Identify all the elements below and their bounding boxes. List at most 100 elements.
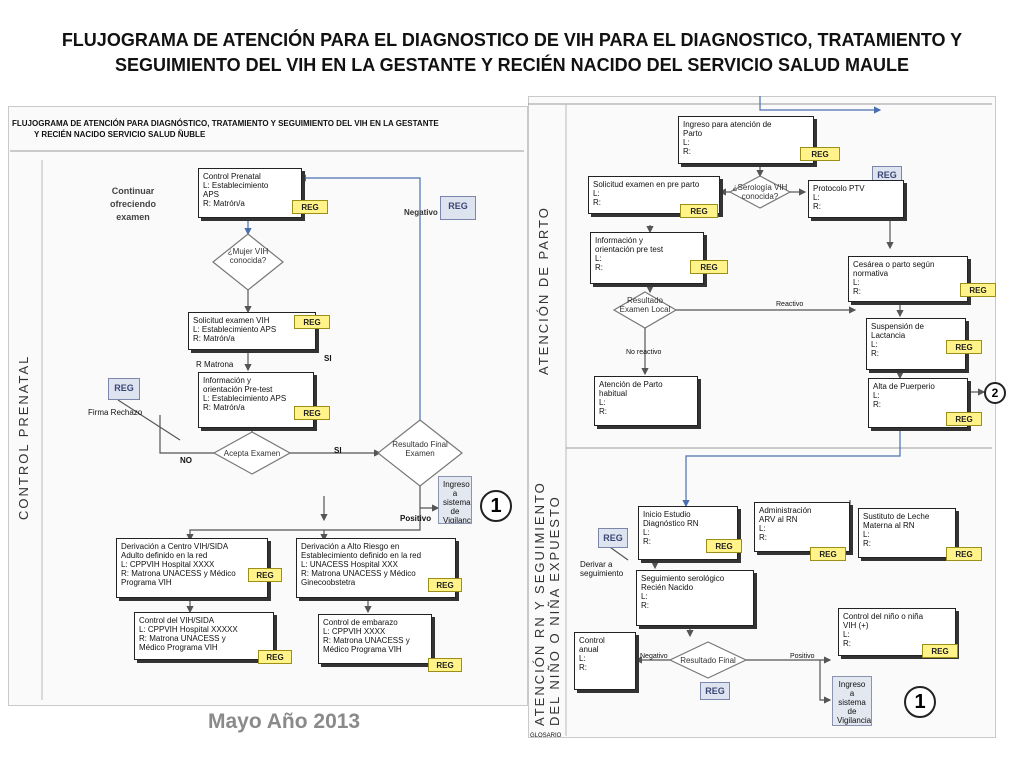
box-line: R: Matrón/a — [203, 199, 245, 208]
box-line: L: CPPVIH Hospital XXXX — [121, 560, 215, 569]
box-line: L: UNACESS Hospital XXX — [301, 560, 398, 569]
reg-tag: REG — [248, 568, 282, 582]
footer-date: Mayo Año 2013 — [208, 710, 361, 733]
box-line: Ginecoobstetra — [301, 578, 356, 587]
page-title: FLUJOGRAMA DE ATENCIÓN PARA EL DIAGNOSTI… — [20, 28, 1004, 78]
box-line: Suspensión de — [871, 322, 924, 331]
box-line: R: Matrona UNACESS y Médico — [301, 569, 416, 578]
box-control-prenatal[interactable]: Control Prenatal L: Establecimiento APS … — [198, 168, 302, 218]
connector-one-right: 1 — [904, 686, 936, 718]
box-line: L: — [843, 630, 850, 639]
box-line: R: — [641, 601, 649, 610]
reg-tag: REG — [946, 412, 982, 426]
box-line: Solicitud examen VIH — [193, 316, 270, 325]
box-line: R: — [683, 147, 691, 156]
left-header-line-2: Y RECIÉN NACIDO SERVICIO SALUD ÑUBLE — [34, 130, 206, 139]
left-header-line-1: FLUJOGRAMA DE ATENCIÓN PARA DIAGNÓSTICO,… — [12, 119, 439, 128]
box-line: normativa — [853, 269, 889, 278]
box-line: Solicitud examen en pre parto — [593, 180, 700, 189]
box-line: Materna al RN — [863, 521, 915, 530]
box-line: Inicio Estudio — [643, 510, 691, 519]
box-line: R: — [813, 202, 821, 211]
box-line: R: — [873, 400, 881, 409]
box-line: R: — [863, 539, 871, 548]
box-line: orientación Pre-test — [203, 385, 273, 394]
box-line: Atención de Parto — [599, 380, 663, 389]
box-line: R: — [759, 533, 767, 542]
box-seguimiento-serologico[interactable]: Seguimiento serológico Recién Nacido L: … — [636, 570, 754, 626]
diamond-mujer-vih: ¿Mujer VIH conocida? — [227, 247, 269, 265]
box-line: habitual — [599, 389, 628, 398]
box-cesarea[interactable]: Cesárea o parto según normativa L: R: — [848, 256, 968, 302]
reg-document-icon: REG — [598, 528, 628, 548]
box-line: R: — [595, 263, 603, 272]
box-line: Seguimiento serológico — [641, 574, 725, 583]
box-line: R: Matrona UNACESS y Médico — [121, 569, 236, 578]
box-ingreso-parto[interactable]: Ingreso para atención de Parto L: R: — [678, 116, 814, 164]
box-line: VIH (+) — [843, 621, 869, 630]
box-line: R: — [579, 663, 587, 672]
box-line: L: CPPVIH Hospital XXXXX — [139, 625, 238, 634]
box-line: anual — [579, 645, 599, 654]
box-line: L: — [595, 254, 602, 263]
box-line: Ingreso a sistema de Vigilancia — [443, 480, 471, 524]
box-line: L: — [643, 528, 650, 537]
box-line: L: CPPVIH XXXX — [323, 627, 386, 636]
reg-tag: REG — [946, 340, 982, 354]
reg-tag: REG — [292, 200, 328, 214]
reg-tag: REG — [706, 539, 742, 553]
continuar-label: Continuar ofreciendo examen — [109, 186, 156, 222]
reg-tag: REG — [810, 547, 846, 561]
box-line: L: — [813, 193, 820, 202]
box-administracion-arv[interactable]: Administración ARV al RN L: R: — [754, 502, 850, 552]
box-line: Lactancia — [871, 331, 906, 340]
box-line: R: — [871, 349, 879, 358]
box-line: L: — [683, 138, 690, 147]
reactivo-label: Reactivo — [776, 301, 804, 308]
box-line: Control del VIH/SIDA — [139, 616, 215, 625]
box-protocolo-ptv[interactable]: Protocolo PTV L: R: — [808, 180, 904, 218]
diamond-serologia: ¿Serología VIH conocida? — [732, 183, 788, 201]
box-line: Administración — [759, 506, 812, 515]
box-line: Ingreso para atención de — [683, 120, 772, 129]
box-line: Cesárea o parto según — [853, 260, 935, 269]
title-line-2: SEGUIMIENTO DEL VIH EN LA GESTANTE Y REC… — [114, 55, 910, 75]
si-label: SI — [324, 354, 332, 363]
box-control-embarazo[interactable]: Control de embarazo L: CPPVIH XXXX R: Ma… — [318, 614, 432, 664]
glosario-label: GLOSARIO — [530, 733, 562, 739]
box-line: Sustituto de Leche — [863, 512, 930, 521]
section-control-prenatal: CONTROL PRENATAL — [16, 354, 31, 520]
box-line: Adulto definido en la red — [121, 551, 208, 560]
box-ingreso-vigilancia-rn[interactable]: Ingreso a sistema de Vigilancia — [832, 676, 872, 726]
negativo-label: Negativo — [640, 653, 668, 660]
box-line: Control — [579, 636, 605, 645]
reg-tag: REG — [294, 406, 330, 420]
box-line: Protocolo PTV — [813, 184, 865, 193]
negativo-label: Negativo — [404, 208, 438, 217]
box-sustituto-leche[interactable]: Sustituto de Leche Materna al RN L: R: — [858, 508, 956, 558]
reg-document-icon: REG — [700, 682, 730, 700]
box-ingreso-vigilancia[interactable]: Ingreso a sistema de Vigilancia — [438, 476, 472, 524]
reg-tag: REG — [946, 547, 982, 561]
box-line: Derivación a Centro VIH/SIDA — [121, 542, 229, 551]
box-derivacion-centro[interactable]: Derivación a Centro VIH/SIDA Adulto defi… — [116, 538, 268, 598]
title-line-1: FLUJOGRAMA DE ATENCIÓN PARA EL DIAGNOSTI… — [61, 30, 963, 50]
box-line: R: — [853, 287, 861, 296]
section-rn-line-1: ATENCIÓN RN Y SEGUIMIENTO — [532, 481, 547, 726]
box-atencion-parto-habitual[interactable]: Atención de Parto habitual L: R: — [594, 376, 698, 426]
box-line: R: — [843, 639, 851, 648]
box-line: APS — [203, 190, 220, 199]
box-line: Control Prenatal — [203, 172, 261, 181]
reg-tag: REG — [428, 578, 462, 592]
reg-tag: REG — [690, 260, 728, 274]
positivo-label: Positivo — [400, 514, 432, 523]
box-info-pretest[interactable]: Información y orientación pre test L: R: — [590, 232, 704, 284]
box-control-vih-sida[interactable]: Control del VIH/SIDA L: CPPVIH Hospital … — [134, 612, 274, 660]
box-line: R: Matrón/a — [203, 403, 245, 412]
box-informacion-pretest[interactable]: Información y orientación Pre-test L: Es… — [198, 372, 314, 428]
box-control-anual[interactable]: Control anual L: R: — [574, 632, 636, 690]
box-line: R: — [643, 537, 651, 546]
box-line: Diagnóstico RN — [643, 519, 699, 528]
box-line: L: — [641, 592, 648, 601]
